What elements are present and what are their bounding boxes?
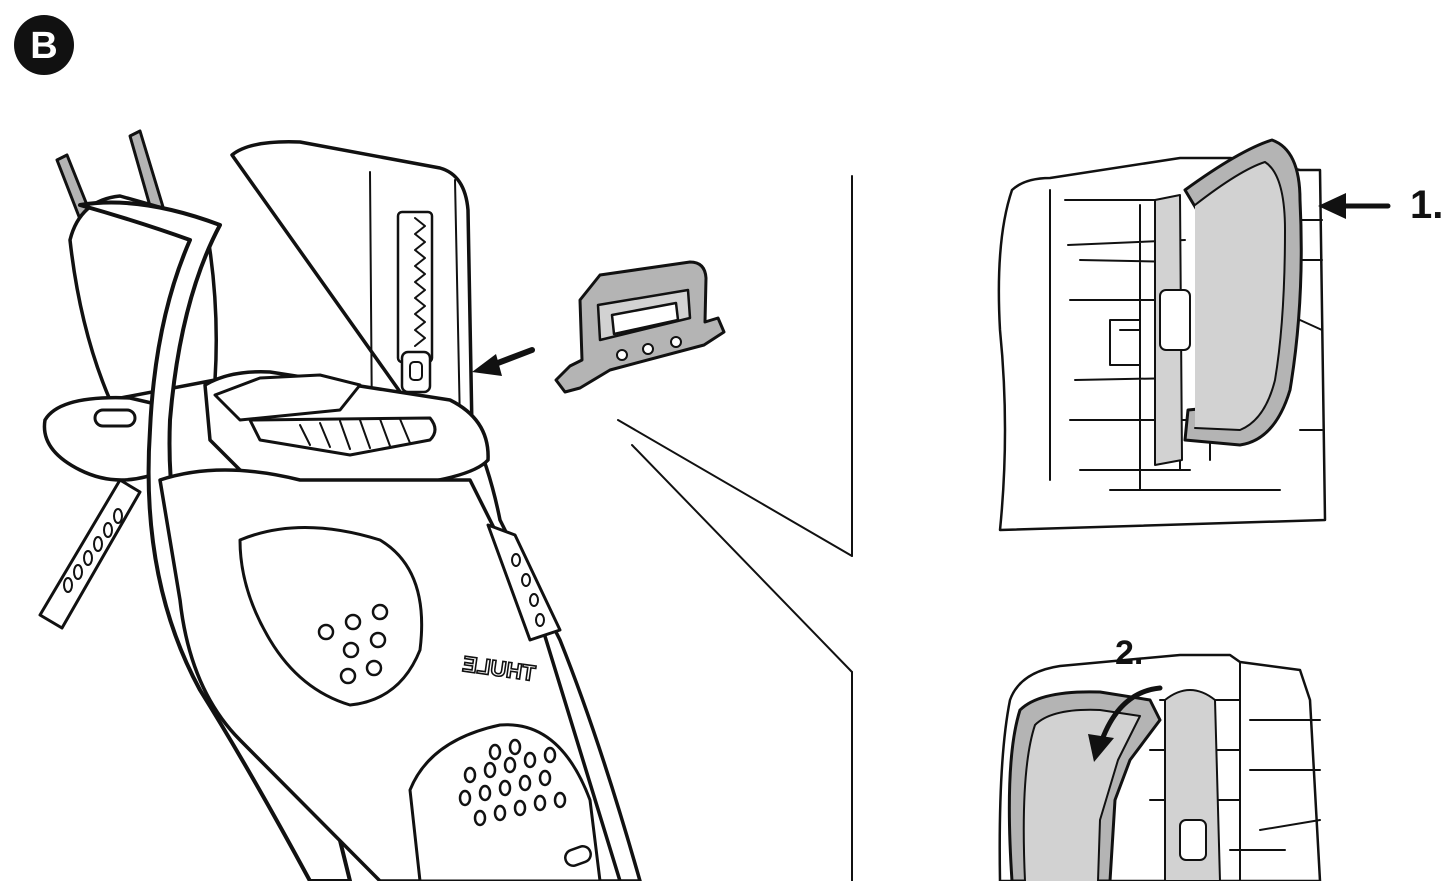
zoom-connector-lines — [617, 175, 853, 881]
detail-view-2 — [998, 653, 1322, 881]
step-badge: B — [14, 15, 74, 75]
callout-step-2: 2. — [1115, 634, 1143, 672]
curved-arrow-down-icon — [1088, 685, 1163, 762]
arrow-left-icon — [472, 347, 535, 376]
child-seat-drawing: THULE — [38, 129, 642, 881]
callout-step-1: 1. — [1410, 183, 1443, 227]
arrow-left-icon — [1318, 193, 1391, 219]
detail-view-1 — [997, 138, 1327, 532]
step-badge-letter: B — [30, 25, 57, 67]
buckle-part-drawing — [554, 260, 726, 394]
